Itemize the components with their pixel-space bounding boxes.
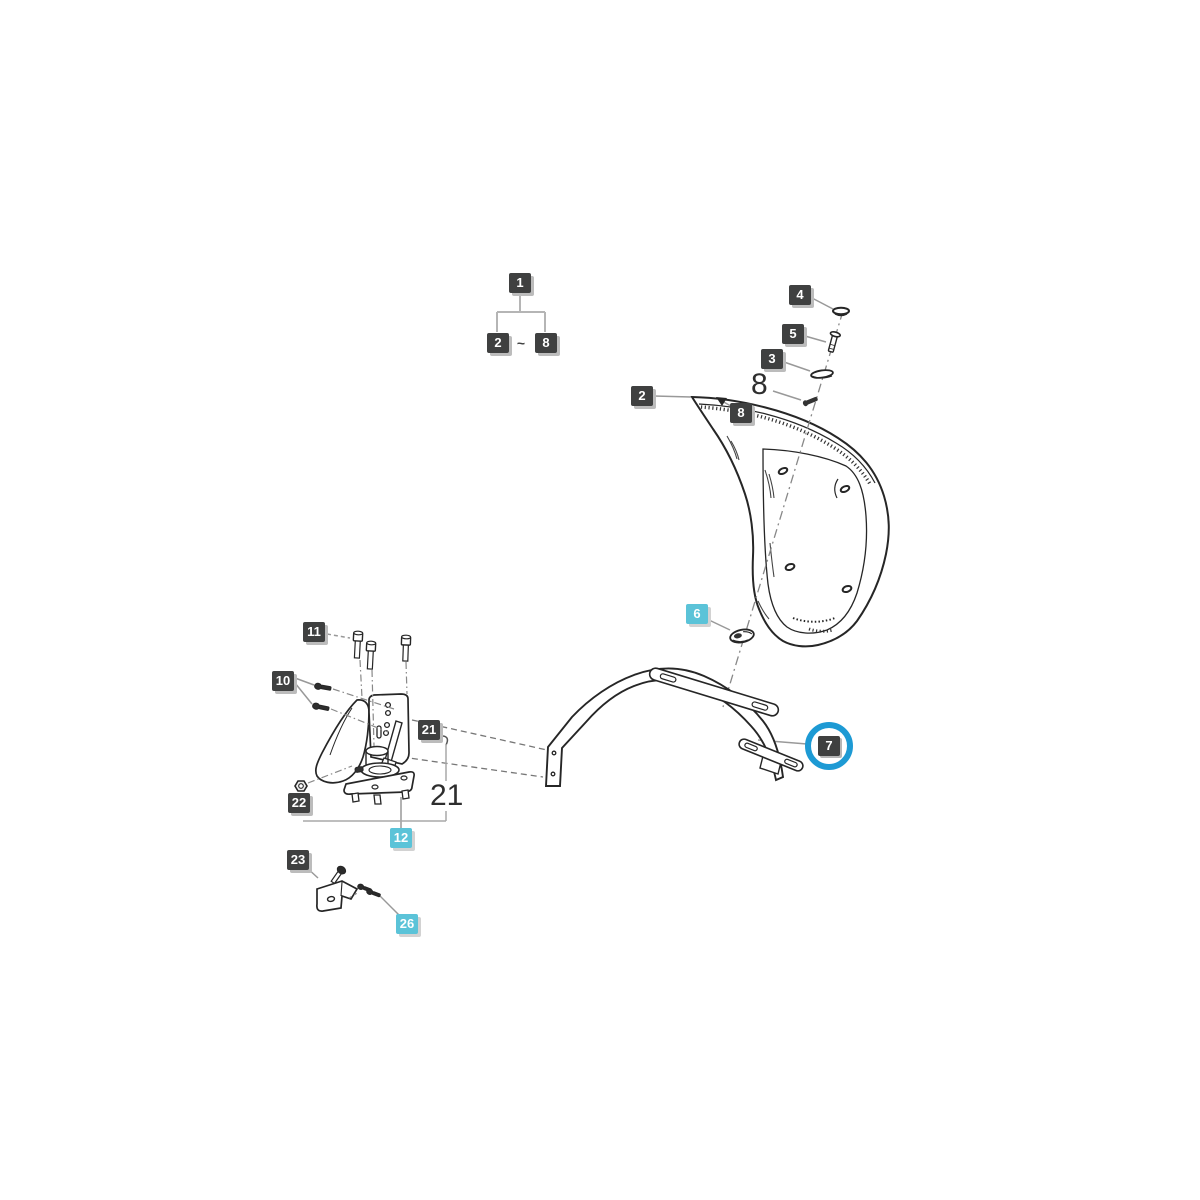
- fender-8-arrowhead: [716, 397, 727, 406]
- bolt-11a: [352, 630, 364, 659]
- screw-10b: [312, 702, 330, 711]
- cap-part-4: [832, 306, 850, 317]
- washer-part-3: [810, 369, 834, 379]
- stay-plate: [316, 880, 359, 912]
- screw-10a: [314, 682, 332, 691]
- stay-bolt: [330, 865, 347, 885]
- bolt-11b: [365, 640, 377, 670]
- bracket-flange-inner: [368, 765, 392, 775]
- reference-number-8: 8: [751, 368, 768, 401]
- callout-3[interactable]: 3: [761, 349, 783, 369]
- callout-8[interactable]: 8: [730, 403, 752, 423]
- base-plate-feet: [351, 789, 410, 805]
- arm-upper-strap: [648, 667, 780, 717]
- support-arm-part: [545, 667, 804, 787]
- callout-22[interactable]: 22: [288, 793, 310, 813]
- arm-lower-strap: [738, 738, 804, 772]
- callout-range-start-2[interactable]: 2: [487, 333, 509, 353]
- callout-12[interactable]: 12: [390, 828, 412, 848]
- fender-bolt-holes: [777, 466, 853, 594]
- bolt-part-8: [802, 396, 818, 407]
- callout-4[interactable]: 4: [789, 285, 811, 305]
- small-hook-mark: [442, 735, 449, 746]
- bracket-axis-lines: [307, 659, 408, 784]
- callout-range-end-8[interactable]: 8: [535, 333, 557, 353]
- bracket-base-plate: [343, 770, 415, 796]
- stay-bracket-assembly: [316, 865, 381, 912]
- callout-6[interactable]: 6: [686, 604, 708, 624]
- bolt-11c: [400, 634, 412, 662]
- leader-line-11-dashed: [326, 633, 351, 639]
- legend-tree-lines: [496, 294, 546, 332]
- leader-lines: [294, 297, 834, 916]
- fender-part: [690, 395, 890, 648]
- flange-stub-bolt: [354, 766, 364, 773]
- stay-screw-26b: [366, 888, 381, 898]
- callout-group-1[interactable]: 1: [509, 273, 531, 293]
- reference-number-21: 21: [428, 779, 466, 812]
- nut-22: [294, 780, 308, 792]
- clip-part-6: [729, 628, 755, 644]
- callout-5[interactable]: 5: [782, 324, 804, 344]
- callout-21[interactable]: 21: [418, 720, 440, 740]
- range-separator: ~: [516, 335, 526, 351]
- callout-11[interactable]: 11: [303, 622, 325, 642]
- highlight-ring: 7: [805, 722, 853, 770]
- callout-2[interactable]: 2: [631, 386, 653, 406]
- mount-bracket-assembly: [294, 630, 415, 805]
- pin-part-5: [827, 331, 841, 353]
- callout-23[interactable]: 23: [287, 850, 309, 870]
- callout-7-highlighted[interactable]: 7: [818, 736, 840, 756]
- bracket-plate-holes: [376, 701, 392, 739]
- fender-accent-lines: [726, 435, 775, 620]
- callout-26[interactable]: 26: [396, 914, 418, 934]
- bracket-seat-inner: [329, 707, 353, 756]
- callout-10[interactable]: 10: [272, 671, 294, 691]
